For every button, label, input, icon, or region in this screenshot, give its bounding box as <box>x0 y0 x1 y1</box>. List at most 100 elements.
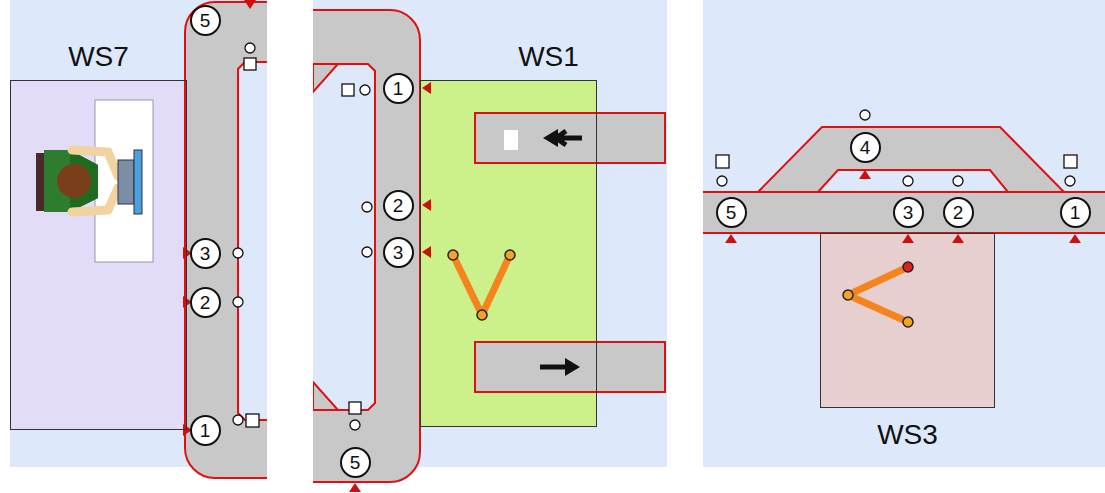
callout-number: 3 <box>200 244 211 263</box>
layout-path <box>758 127 1064 192</box>
workstation-label: WS1 <box>461 41 636 73</box>
station-number: 4 <box>850 132 881 163</box>
station-number: 1 <box>190 415 221 446</box>
layout-circle <box>717 176 727 186</box>
panel-grounds <box>10 0 1105 467</box>
workstation-box: WS1 <box>420 80 597 427</box>
station-number: 2 <box>190 287 221 318</box>
callout-number: 3 <box>393 243 404 262</box>
operator-figure <box>36 100 153 262</box>
station-triangles <box>349 82 431 492</box>
layout-circle <box>505 250 515 260</box>
layout-path <box>902 234 914 243</box>
layout-path <box>349 483 361 492</box>
layout-rect <box>703 192 1105 233</box>
layout-rect <box>475 113 665 163</box>
layout-rect <box>134 150 142 214</box>
layout-circle <box>233 415 243 425</box>
layout-rect <box>118 160 134 204</box>
station-number: 3 <box>190 238 221 269</box>
sensor-markers <box>716 110 1077 186</box>
station-number: 5 <box>716 197 747 228</box>
layout-circle <box>477 310 487 320</box>
callout-number: 1 <box>1070 203 1081 222</box>
station-number: 5 <box>190 5 221 36</box>
layout-path <box>952 234 964 243</box>
layout-rect <box>10 80 187 430</box>
layout-path <box>848 267 908 322</box>
workstation-label: WS3 <box>821 419 994 451</box>
layout-path <box>313 10 420 482</box>
layout-rect <box>349 402 361 414</box>
layout-path <box>313 64 338 92</box>
layout-circle <box>903 262 913 272</box>
layout-rect <box>246 414 259 427</box>
station-number: 2 <box>383 190 414 221</box>
callout-number: 1 <box>393 79 404 98</box>
layout-path <box>543 129 558 147</box>
conveyor-out <box>475 342 665 392</box>
layout-path <box>1069 234 1081 243</box>
workstation-box: WS7 <box>10 80 187 430</box>
callout-number: 3 <box>903 203 914 222</box>
layout-path <box>44 150 98 212</box>
layout-circle <box>953 176 963 186</box>
sensor-markers <box>233 43 259 427</box>
layout-circle <box>362 202 372 212</box>
workstation-label: WS7 <box>11 41 186 73</box>
callout-number: 5 <box>726 203 737 222</box>
layout-path <box>422 199 431 211</box>
layout-circle <box>1065 176 1075 186</box>
callout-number: 2 <box>393 196 404 215</box>
layout-rect <box>244 58 256 70</box>
workstation-box: WS3 <box>820 233 995 408</box>
callout-number: 2 <box>953 203 964 222</box>
layout-circle <box>362 247 372 257</box>
layout-circle <box>245 43 255 53</box>
layout-path <box>244 0 256 9</box>
layout-circle <box>233 297 243 307</box>
station-number: 1 <box>1060 197 1091 228</box>
layout-circle <box>233 248 243 258</box>
layout-rect <box>313 0 667 467</box>
layout-circle <box>360 85 370 95</box>
layout-circle <box>57 164 91 198</box>
layout-path <box>565 358 580 376</box>
robot-arm <box>448 250 515 320</box>
layout-path <box>422 82 431 94</box>
layout-path <box>725 234 737 243</box>
layout-path <box>422 246 431 258</box>
station-number: 3 <box>383 237 414 268</box>
layout-path <box>313 382 338 410</box>
layout-circle <box>843 290 853 300</box>
layout-circle <box>903 176 913 186</box>
callout-number: 2 <box>200 293 211 312</box>
layout-rect <box>1064 155 1077 168</box>
station-number: 2 <box>943 197 974 228</box>
callout-number: 5 <box>200 11 211 30</box>
layout-path <box>556 131 582 145</box>
station-number: 3 <box>893 197 924 228</box>
layout-rect <box>504 130 518 150</box>
conveyor-in <box>475 113 665 163</box>
layout-rect <box>342 84 354 96</box>
callout-number: 5 <box>350 453 361 472</box>
panel-two <box>313 10 665 482</box>
layout-rect <box>820 233 995 408</box>
layout-circle <box>860 110 870 120</box>
layout-rect <box>475 342 665 392</box>
layout-rect <box>95 100 153 262</box>
layout-circle <box>903 317 913 327</box>
station-number: 5 <box>340 447 371 478</box>
layout-path <box>453 255 510 315</box>
station-triangles <box>183 0 256 436</box>
layout-circle <box>448 250 458 260</box>
layout-path <box>859 170 871 179</box>
layout-rect <box>716 155 729 168</box>
callout-number: 4 <box>860 138 871 157</box>
station-number: 1 <box>383 73 414 104</box>
panel-one <box>10 0 267 478</box>
layout-path <box>540 365 566 370</box>
